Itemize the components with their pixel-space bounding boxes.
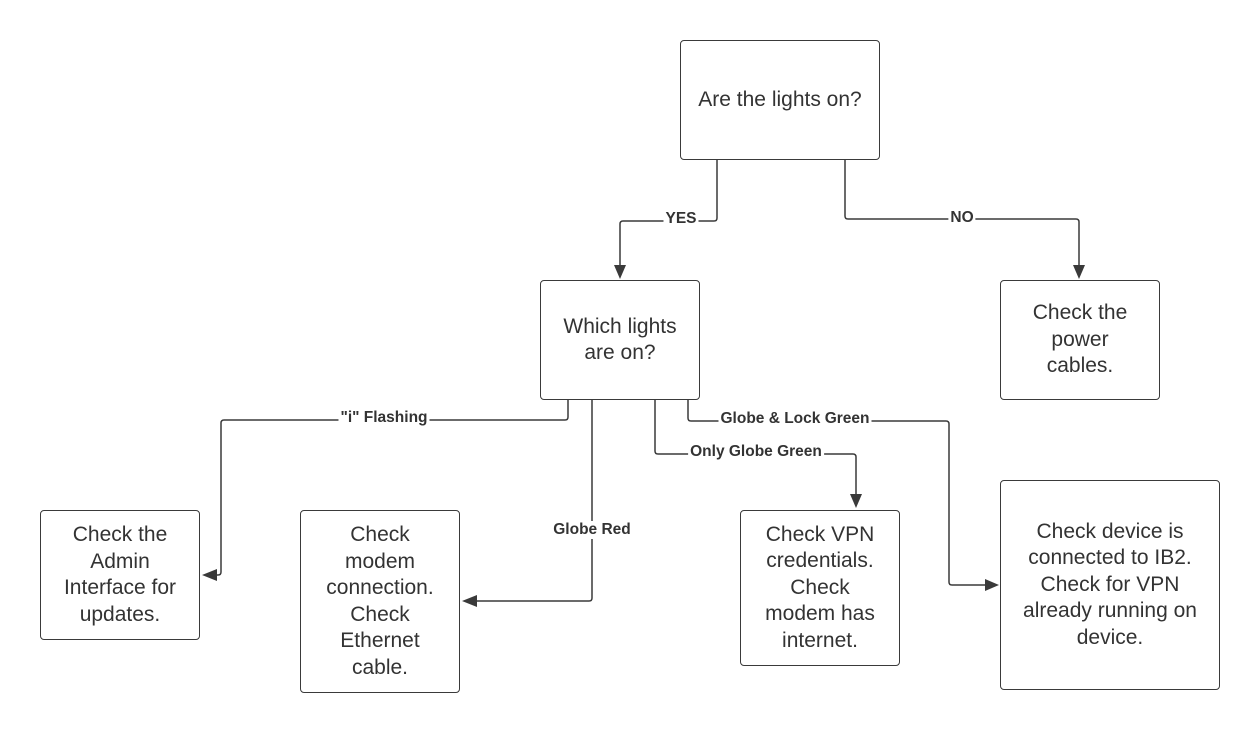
node-label: Check the Admin Interface for updates.	[63, 523, 177, 626]
arrowhead-globe-lock-green	[985, 579, 999, 591]
action-vpn-credentials: Check VPN credentials. Check modem has i…	[740, 510, 900, 666]
action-modem-connection: Check modem connection. Check Ethernet c…	[300, 510, 460, 693]
decision-lights-on: Are the lights on?	[680, 40, 880, 160]
edge-i-flashing	[216, 400, 569, 576]
edge-label-no: NO	[948, 209, 976, 227]
edge-label-globe-red: Globe Red	[551, 521, 633, 539]
edge-label-only-globe-green: Only Globe Green	[688, 443, 824, 461]
node-label: Check VPN credentials. Check modem has i…	[765, 522, 875, 652]
node-label: Which lights are on?	[563, 314, 677, 365]
arrowhead-only-globe-green	[850, 494, 862, 508]
node-label: Check device is connected to IB2. Check …	[1023, 519, 1197, 649]
arrowhead-i-flashing	[202, 569, 217, 581]
decision-which-lights: Which lights are on?	[540, 280, 700, 400]
edge-label-globe-lock-green: Globe & Lock Green	[718, 410, 872, 428]
node-label: Check modem connection. Check Ethernet c…	[326, 523, 434, 679]
edge-label-yes: YES	[663, 210, 699, 228]
edge-label-i-flashing: "i" Flashing	[338, 409, 430, 427]
edge-globe-lock-green	[687, 400, 986, 586]
node-label: Check the power cables.	[1032, 301, 1128, 378]
action-admin-interface: Check the Admin Interface for updates.	[40, 510, 200, 640]
action-power-cables: Check the power cables.	[1000, 280, 1160, 400]
arrowhead-globe-red	[462, 595, 477, 607]
arrowhead-yes	[614, 265, 626, 279]
action-device-connected: Check device is connected to IB2. Check …	[1000, 480, 1220, 690]
arrowhead-no	[1073, 265, 1085, 279]
edge-globe-red	[476, 400, 593, 602]
node-label: Are the lights on?	[698, 87, 862, 111]
